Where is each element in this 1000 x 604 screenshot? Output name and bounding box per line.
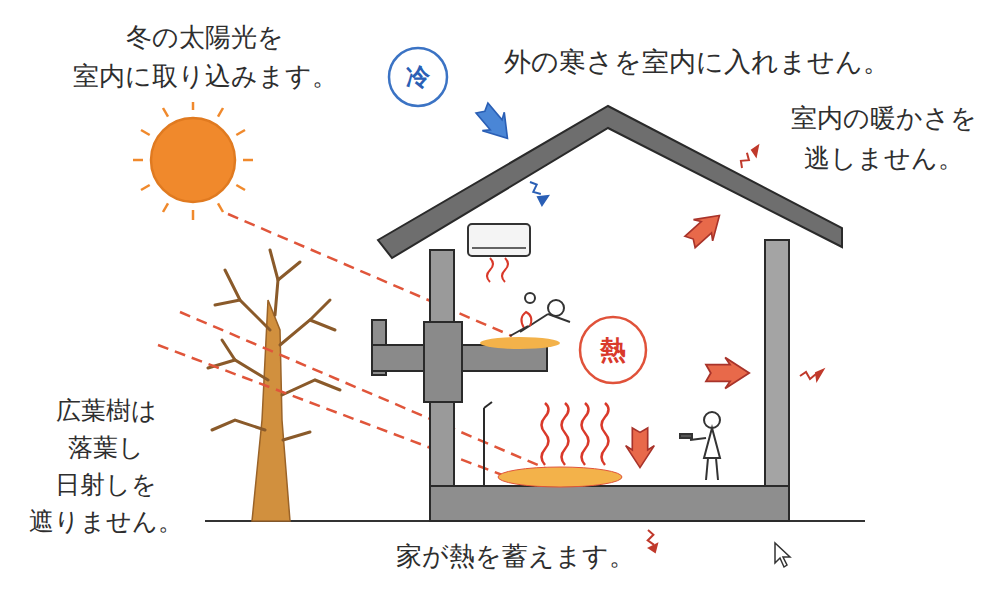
deciduous-tree [208, 250, 340, 521]
heat-wave [542, 403, 609, 465]
heat-circle: 熱 [578, 315, 648, 385]
cold-circle: 冷 [387, 46, 449, 108]
tree-note: 広葉樹は 落葉し 日射しを 遮りません。 [29, 392, 183, 540]
person-standing [680, 412, 720, 480]
circle-symbol: 冷 [406, 64, 430, 90]
storage-note: 家が熱を蓄えます。 [396, 537, 635, 575]
heat-escape-arrow [645, 146, 823, 552]
person-lying [510, 293, 570, 336]
mouse-cursor [775, 543, 790, 567]
cold-note: 外の寒さを室内に入れません。 [504, 42, 890, 82]
warmth-note: 室内の暖かさを 逃しません。 [791, 98, 977, 178]
warm-spot [498, 467, 622, 487]
air-conditioner [468, 224, 530, 282]
sun [133, 102, 253, 220]
circle-symbol: 熱 [600, 336, 626, 365]
sun-note: 冬の太陽光を 室内に取り込みます。 [73, 18, 338, 96]
cold-arrow [528, 180, 548, 205]
warm-spot [480, 337, 560, 349]
house [372, 106, 842, 521]
cold-arrow [471, 99, 518, 148]
